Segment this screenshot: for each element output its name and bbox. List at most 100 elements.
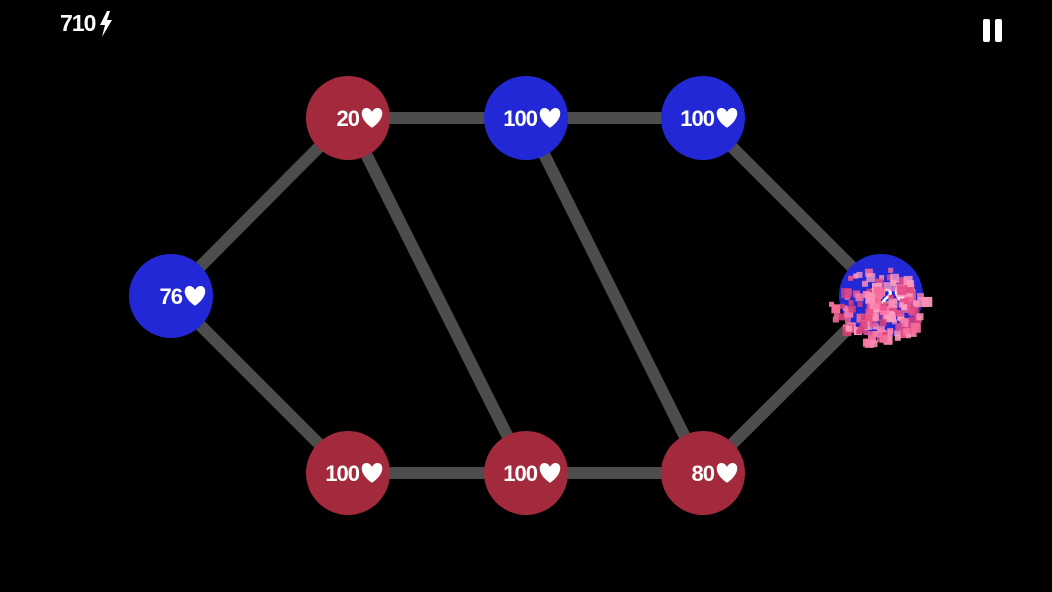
heart-icon	[361, 108, 383, 128]
edges-layer	[166, 112, 886, 479]
explosion-particle	[856, 329, 862, 335]
explosion-particle	[888, 298, 898, 308]
heart-icon	[716, 463, 738, 483]
explosion-particle	[832, 316, 839, 323]
heart-icon	[361, 463, 383, 483]
explosion-particle	[856, 271, 863, 278]
explosion-particle	[903, 275, 913, 285]
explosion-particle	[884, 313, 894, 323]
node-health-value: 100	[325, 461, 359, 486]
node-circle	[306, 431, 390, 515]
explosion-particle	[879, 334, 888, 343]
explosion-particle	[887, 330, 893, 336]
explosion-particle	[892, 284, 900, 292]
explosion-particle	[853, 273, 859, 279]
explosion-particle	[862, 280, 868, 287]
explosion-particle	[913, 300, 920, 307]
explosion-particle	[865, 293, 876, 304]
lightning-bolt-icon	[100, 10, 113, 37]
node-circle	[661, 76, 745, 160]
heart-icon	[539, 108, 561, 128]
node-health-value: 20	[337, 106, 360, 131]
pause-button[interactable]	[980, 16, 1006, 46]
explosion-particle	[916, 313, 924, 321]
explosion-particle	[869, 318, 878, 327]
explosion-particle	[866, 273, 876, 283]
explosion-particle	[840, 303, 846, 309]
node-health-value: 100	[503, 106, 537, 131]
node-circle	[484, 76, 568, 160]
explosion-particle	[870, 340, 878, 348]
explosion-particle	[901, 304, 908, 311]
explosion-particle	[868, 331, 876, 340]
explosion-particle	[841, 288, 852, 299]
explosion-particle	[864, 268, 873, 277]
explosion-particle	[883, 335, 893, 345]
explosion-particle	[865, 309, 874, 317]
explosion-particle	[844, 317, 851, 324]
explosion-particle	[872, 294, 882, 304]
explosion-particle	[872, 301, 881, 310]
explosion-particle	[857, 302, 863, 307]
node-blue-n2[interactable]: 100	[484, 76, 568, 160]
explosion-particle	[873, 287, 884, 297]
explosion-particle	[894, 310, 900, 316]
explosion-particle	[899, 298, 910, 309]
node-red-n6[interactable]: 100	[306, 431, 390, 515]
explosion-particle	[834, 312, 839, 318]
node-circle	[661, 431, 745, 515]
explosion-particle	[845, 325, 852, 332]
explosion-particle	[879, 303, 887, 311]
explosion-particle	[848, 305, 856, 313]
explosion-particle	[888, 267, 894, 273]
explosion-particle	[886, 274, 893, 281]
explosion-particle	[879, 275, 885, 281]
attack-explosion	[829, 267, 933, 348]
node-health-value: 100	[503, 461, 537, 486]
explosion-particle	[875, 332, 881, 337]
explosion-particle	[888, 294, 894, 300]
node-circle	[129, 254, 213, 338]
heart-icon	[184, 286, 206, 306]
explosion-particle	[891, 305, 898, 311]
explosion-particle	[903, 328, 911, 336]
node-health-value: 100	[680, 106, 714, 131]
explosion-particle	[897, 277, 907, 286]
energy-value: 710	[60, 10, 96, 36]
explosion-particle	[898, 302, 904, 308]
explosion-particle	[883, 282, 893, 292]
explosion-particle	[829, 301, 834, 307]
node-health-value: 80	[692, 461, 715, 486]
explosion-particle	[860, 314, 867, 321]
node-red-n8[interactable]: 80	[661, 431, 745, 515]
explosion-particle	[863, 330, 869, 335]
pause-icon	[983, 19, 1002, 42]
explosion-particle	[905, 284, 915, 294]
edge-n2-n8	[520, 115, 709, 476]
node-blue-n3[interactable]: 100	[661, 76, 745, 160]
heart-icon	[539, 463, 561, 483]
explosion-particle	[897, 309, 905, 317]
explosion-particle	[918, 297, 929, 308]
explosion-particle	[910, 322, 921, 333]
explosion-particle	[906, 333, 911, 339]
node-red-n7[interactable]: 100	[484, 431, 568, 515]
node-blue-n4[interactable]: 76	[129, 254, 213, 338]
explosion-particle	[908, 317, 919, 328]
explosion-particle	[848, 275, 854, 281]
explosion-particle	[877, 328, 883, 334]
explosion-particle	[838, 313, 846, 321]
explosion-particle	[875, 278, 884, 287]
explosion-particle	[897, 313, 905, 321]
explosion-particle	[859, 321, 868, 329]
explosion-particle	[908, 308, 916, 316]
node-circle	[484, 431, 568, 515]
explosion-particle	[842, 305, 848, 311]
explosion-particle	[917, 293, 924, 301]
explosion-particle	[894, 330, 901, 337]
explosion-particle	[866, 315, 873, 322]
explosion-particle	[901, 318, 910, 328]
node-red-n1[interactable]: 20	[306, 76, 390, 160]
